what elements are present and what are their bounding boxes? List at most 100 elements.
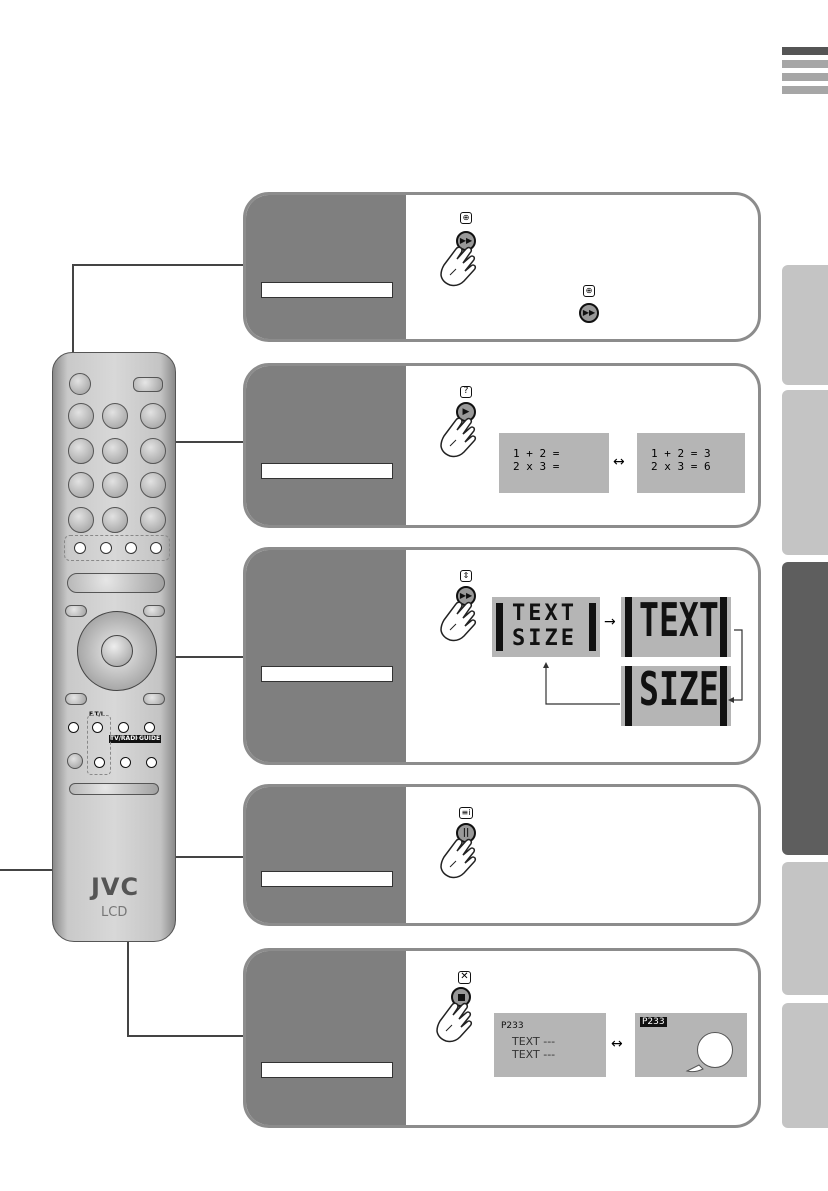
bar-left (625, 666, 632, 726)
reveal-screen-after: 1 + 2 = 3 2 x 3 = 6 (637, 433, 745, 493)
num-extra-1[interactable] (68, 507, 94, 533)
guide-label: GUIDE (138, 735, 162, 743)
text-size-normal-line2: SIZE (512, 626, 577, 651)
side-button-right[interactable] (143, 693, 165, 705)
rewind-button[interactable] (92, 722, 103, 733)
panel-reveal-label-box (261, 463, 393, 479)
panel-size-label-box (261, 666, 393, 682)
lower-left-button[interactable] (67, 753, 83, 769)
panel-size-header (246, 550, 406, 762)
subpage-icon: ⊕ (460, 212, 472, 224)
brand-logo: JVC (91, 873, 140, 901)
stop-button[interactable] (120, 757, 131, 768)
panel-subpage: ⊕ ▶▶ ⊕ ▶▶ (243, 192, 761, 342)
bar-right (589, 603, 596, 651)
cancel-icon: ✕ (458, 971, 471, 984)
num-3[interactable] (140, 403, 166, 429)
panel-index-header (246, 787, 406, 923)
arrow-right: → (604, 614, 616, 630)
cancel-page-number-left: P233 (501, 1021, 524, 1031)
num-4[interactable] (68, 438, 94, 464)
num-0[interactable] (102, 507, 128, 533)
menu-button-right[interactable] (143, 605, 165, 617)
tv-radio-label: TV/RADIO (109, 735, 144, 743)
index-icon: ≡i (459, 807, 473, 819)
pointing-hand-icon (440, 246, 477, 287)
text-size-double-line2: SIZE (639, 666, 719, 716)
num-extra-2[interactable] (140, 507, 166, 533)
red-button[interactable] (74, 542, 86, 554)
header-bar-dark (782, 47, 828, 55)
header-bar-light-3 (782, 86, 828, 94)
bar-right (720, 666, 727, 726)
reveal-screen-before: 1 + 2 = 2 x 3 = (499, 433, 609, 493)
ftl-label: F.T/L (89, 711, 105, 718)
tv-picture-circle (697, 1032, 733, 1068)
play-button[interactable] (118, 722, 129, 733)
num-8[interactable] (102, 472, 128, 498)
pointing-hand-icon (436, 1002, 473, 1043)
num-2[interactable] (102, 403, 128, 429)
toggle-arrow: ↔ (611, 1036, 623, 1052)
num-1[interactable] (68, 403, 94, 429)
side-tab-3-active[interactable] (782, 562, 828, 855)
panel-index-label-box (261, 871, 393, 887)
yellow-button[interactable] (125, 542, 137, 554)
side-tab-4[interactable] (782, 862, 828, 995)
fast-forward-button[interactable] (144, 722, 155, 733)
model-label: LCD (101, 905, 128, 920)
arc-button-row[interactable] (67, 573, 165, 593)
blue-button[interactable] (150, 542, 162, 554)
panel-subpage-header (246, 195, 406, 339)
panel-reveal: ? ▶ 1 + 2 = 2 x 3 = ↔ 1 + 2 = 3 2 x 3 = … (243, 363, 761, 528)
side-tab-5[interactable] (782, 1003, 828, 1128)
picture-pointer-icon (685, 1064, 704, 1073)
pointing-hand-icon (440, 601, 477, 642)
tv-button[interactable] (133, 377, 163, 392)
panel-subpage-label-box (261, 282, 393, 298)
bar-right (720, 597, 727, 657)
num-5[interactable] (102, 438, 128, 464)
cancel-text-line1: TEXT --- (512, 1035, 556, 1048)
side-tab-1[interactable] (782, 265, 828, 385)
green-button[interactable] (100, 542, 112, 554)
panel-index: ≡i || (243, 784, 761, 926)
cancel-screen-after: P233 (635, 1013, 747, 1077)
num-9[interactable] (140, 472, 166, 498)
subpage-button[interactable] (68, 722, 79, 733)
bottom-bar-button[interactable] (69, 783, 159, 795)
cancel-screen-before: P233 TEXT --- TEXT --- (494, 1013, 606, 1077)
ok-button[interactable] (101, 635, 133, 667)
menu-button-left[interactable] (65, 605, 87, 617)
remote-control: F.T/L TV/RADIO GUIDE JVC LCD (52, 352, 176, 942)
side-button-left[interactable] (65, 693, 87, 705)
size-icon: ⇕ (460, 570, 472, 582)
text-size-double-line1: TEXT (639, 597, 719, 647)
header-bar-light-2 (782, 73, 828, 81)
panel-size: ⇕ ▶▶ TEXT SIZE → TEXT SIZE (243, 547, 761, 765)
pause-button[interactable] (146, 757, 157, 768)
text-size-double-bottom-screen: SIZE (621, 666, 731, 726)
bar-left (496, 603, 503, 651)
ffwd-skip-button-icon-small: ▶▶ (579, 303, 599, 323)
panel-cancel-label-box (261, 1062, 393, 1078)
panel-cancel: ✕ P233 TEXT --- TEXT --- ↔ P233 (243, 948, 761, 1128)
reveal-after-text: 1 + 2 = 3 2 x 3 = 6 (651, 447, 711, 473)
cancel-text-line2: TEXT --- (512, 1048, 556, 1061)
power-button[interactable] (69, 373, 91, 395)
bar-left (625, 597, 632, 657)
cycle-arrows (543, 629, 743, 705)
panel-reveal-header (246, 366, 406, 525)
text-size-normal-screen: TEXT SIZE (492, 597, 600, 657)
pointing-hand-icon (440, 417, 477, 458)
num-6[interactable] (140, 438, 166, 464)
question-icon: ? (460, 386, 472, 398)
header-bar-light-1 (782, 60, 828, 68)
record-button[interactable] (94, 757, 105, 768)
num-7[interactable] (68, 472, 94, 498)
subpage-icon-small: ⊕ (583, 285, 595, 297)
toggle-arrow: ↔ (613, 454, 625, 470)
panel-cancel-header (246, 951, 406, 1125)
side-tab-2[interactable] (782, 390, 828, 555)
pointing-hand-icon (440, 838, 477, 879)
